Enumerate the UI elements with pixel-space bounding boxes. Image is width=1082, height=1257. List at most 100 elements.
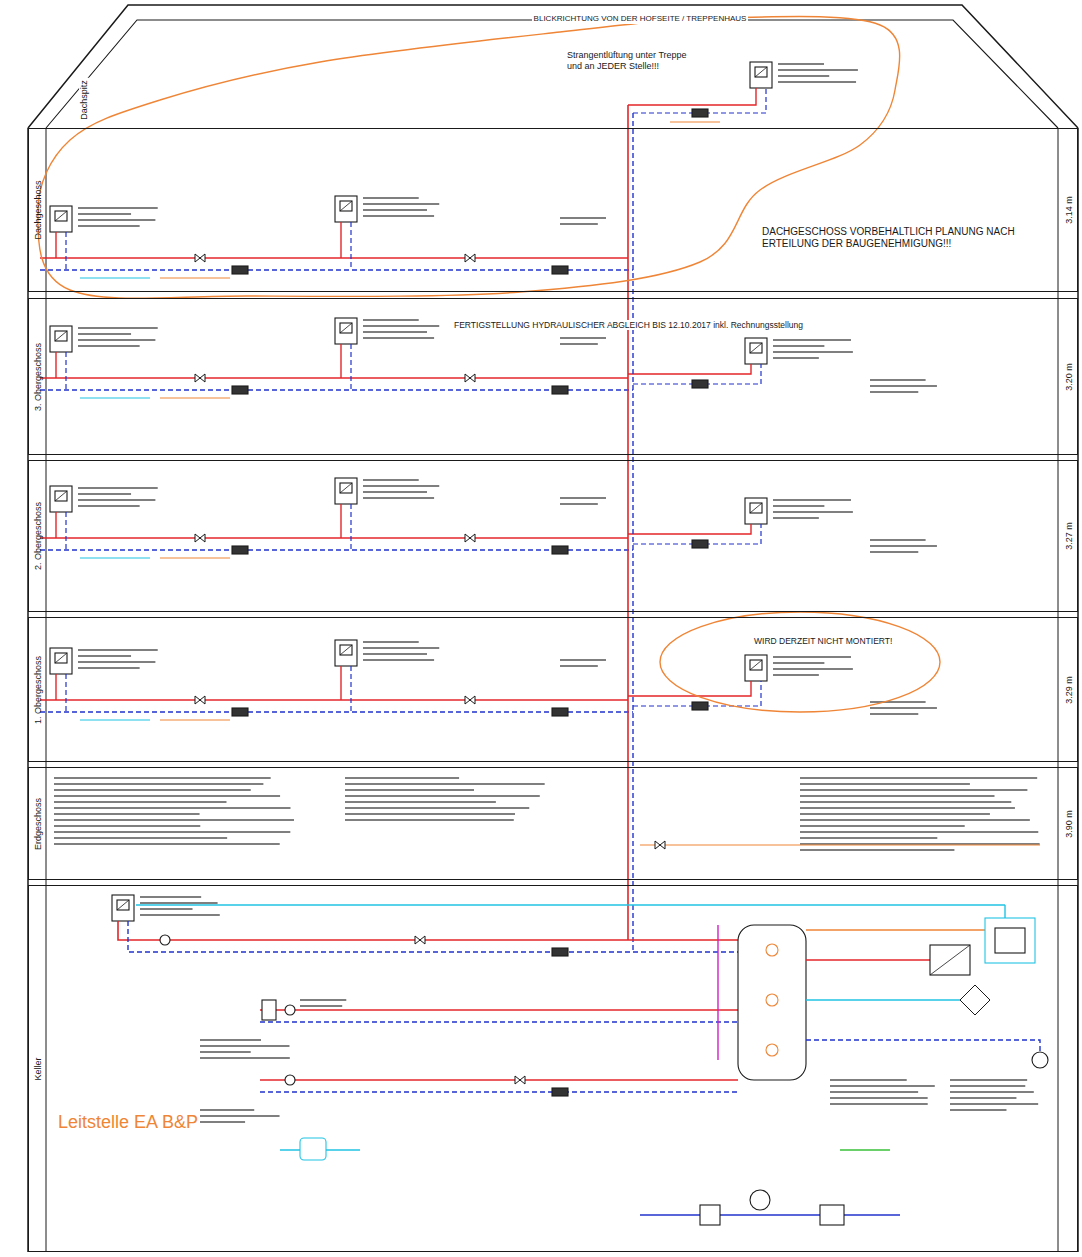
return-pipe xyxy=(350,344,351,390)
fine-print-line xyxy=(773,668,853,669)
floor-name: Erdgeschoss xyxy=(33,797,43,849)
fine-print-line xyxy=(363,197,419,198)
note-text: DACHGESCHOSS VORBEHALTLICH PLANUNG NACH … xyxy=(760,226,1040,250)
cold-water-pipe xyxy=(136,904,1005,905)
fine-print-line xyxy=(54,819,294,820)
radiator-symbol xyxy=(50,326,72,352)
fine-print-line xyxy=(78,333,131,334)
roof-outline xyxy=(28,5,1078,128)
fine-print-line xyxy=(800,837,937,838)
fine-print-line xyxy=(773,499,851,500)
supply-pipe xyxy=(260,1079,738,1081)
meter-symbol xyxy=(692,109,708,117)
radiator-symbol xyxy=(340,201,352,211)
radiator-symbol xyxy=(50,648,72,674)
radiator-symbol xyxy=(750,503,762,513)
gas-line xyxy=(640,1214,900,1215)
floor-name: Dachgeschoss xyxy=(33,180,43,239)
supply-pipe xyxy=(260,1009,738,1011)
fine-print-line xyxy=(78,655,131,656)
annotation-line xyxy=(640,844,1040,845)
return-pipe xyxy=(350,666,351,712)
radiator-symbol xyxy=(755,67,767,77)
fine-print-line xyxy=(830,1103,928,1104)
fine-print-line xyxy=(363,325,439,326)
sensor-symbol xyxy=(766,994,778,1006)
fine-print-line xyxy=(200,1115,280,1116)
valve-symbol xyxy=(195,696,205,704)
fine-print-line xyxy=(800,825,965,826)
radiator-symbol xyxy=(50,206,72,232)
fine-print-line xyxy=(800,807,1015,808)
radiator-symbol xyxy=(750,503,762,513)
sensor-symbol xyxy=(766,1044,778,1056)
valve-symbol xyxy=(465,696,475,704)
return-pipe xyxy=(40,549,633,550)
sensor-line xyxy=(717,925,718,1060)
floor-name: 1. Obergeschoss xyxy=(33,655,43,723)
fine-print-line xyxy=(870,713,918,714)
pump-symbol xyxy=(160,935,170,945)
supply-pipe xyxy=(55,352,56,378)
radiator-symbol xyxy=(50,486,72,512)
pump-symbol xyxy=(285,1005,295,1015)
pump-symbol xyxy=(750,1190,770,1210)
supply-pipe xyxy=(40,377,628,379)
floor-label-holder: Keller xyxy=(33,1057,43,1080)
fine-print-line xyxy=(363,479,419,480)
meter-symbol xyxy=(232,386,248,394)
radiator-symbol xyxy=(335,640,357,666)
fine-print-line xyxy=(363,485,439,486)
fine-print-line xyxy=(773,339,851,340)
cold-water-pipe xyxy=(806,999,960,1000)
return-pipe xyxy=(128,921,738,952)
return-pipe xyxy=(350,222,351,270)
return-pipe xyxy=(260,1091,738,1092)
fine-print-line xyxy=(870,391,918,392)
fine-print-line xyxy=(363,331,427,332)
supply-pipe xyxy=(118,921,738,940)
radiator-symbol xyxy=(340,645,352,655)
label-holder: DACHGESCHOSS VORBEHALTLICH PLANUNG NACH … xyxy=(760,226,1040,251)
radiator-symbol xyxy=(117,900,129,910)
meter-symbol xyxy=(552,708,568,716)
roof-label: Dachspitz xyxy=(79,78,90,122)
office-stamp: Leitstelle EA B&P xyxy=(56,1112,200,1134)
fine-print-line xyxy=(345,783,545,784)
meter-symbol xyxy=(552,546,568,554)
radiator-symbol xyxy=(55,331,67,341)
fine-print-line xyxy=(363,497,434,498)
fine-print-line xyxy=(950,1079,1027,1080)
filter-box xyxy=(820,1205,844,1225)
fine-print-line xyxy=(78,667,140,668)
note-text: FERTIGSTELLUNG HYDRAULISCHER ABGLEICH BI… xyxy=(452,320,805,330)
fine-print-line xyxy=(773,351,853,352)
valve-symbol xyxy=(655,841,665,849)
annotation-line xyxy=(160,557,230,558)
floor-label-holder: 1. Obergeschoss xyxy=(33,655,43,723)
fine-print-line xyxy=(200,1051,251,1052)
floor-label-holder: Dachgeschoss xyxy=(33,180,43,239)
fine-print-line xyxy=(363,337,434,338)
annotation-line xyxy=(160,719,230,720)
annotation-line xyxy=(806,929,985,930)
heat-exchanger xyxy=(930,945,970,975)
fine-print-line xyxy=(870,379,926,380)
return-pipe xyxy=(350,504,351,550)
sheet-title: BLICKRICHTUNG VON DER HOFSEITE / TREPPEN… xyxy=(532,15,749,24)
fine-print-line xyxy=(54,795,280,796)
fine-print-line xyxy=(778,75,829,76)
annotation-line xyxy=(80,719,150,720)
supply-pipe xyxy=(340,344,341,378)
floor-height: 3.29 m xyxy=(1064,676,1074,704)
expansion-vessel xyxy=(300,1138,326,1160)
return-pipe xyxy=(65,512,66,550)
fine-print-line xyxy=(78,219,155,220)
fine-print-line xyxy=(773,357,819,358)
label-column-line xyxy=(1058,128,1059,1252)
radiator-symbol xyxy=(750,62,772,88)
roof-outline xyxy=(46,20,1058,128)
markup-ring xyxy=(660,612,940,712)
fine-print-line xyxy=(773,505,824,506)
